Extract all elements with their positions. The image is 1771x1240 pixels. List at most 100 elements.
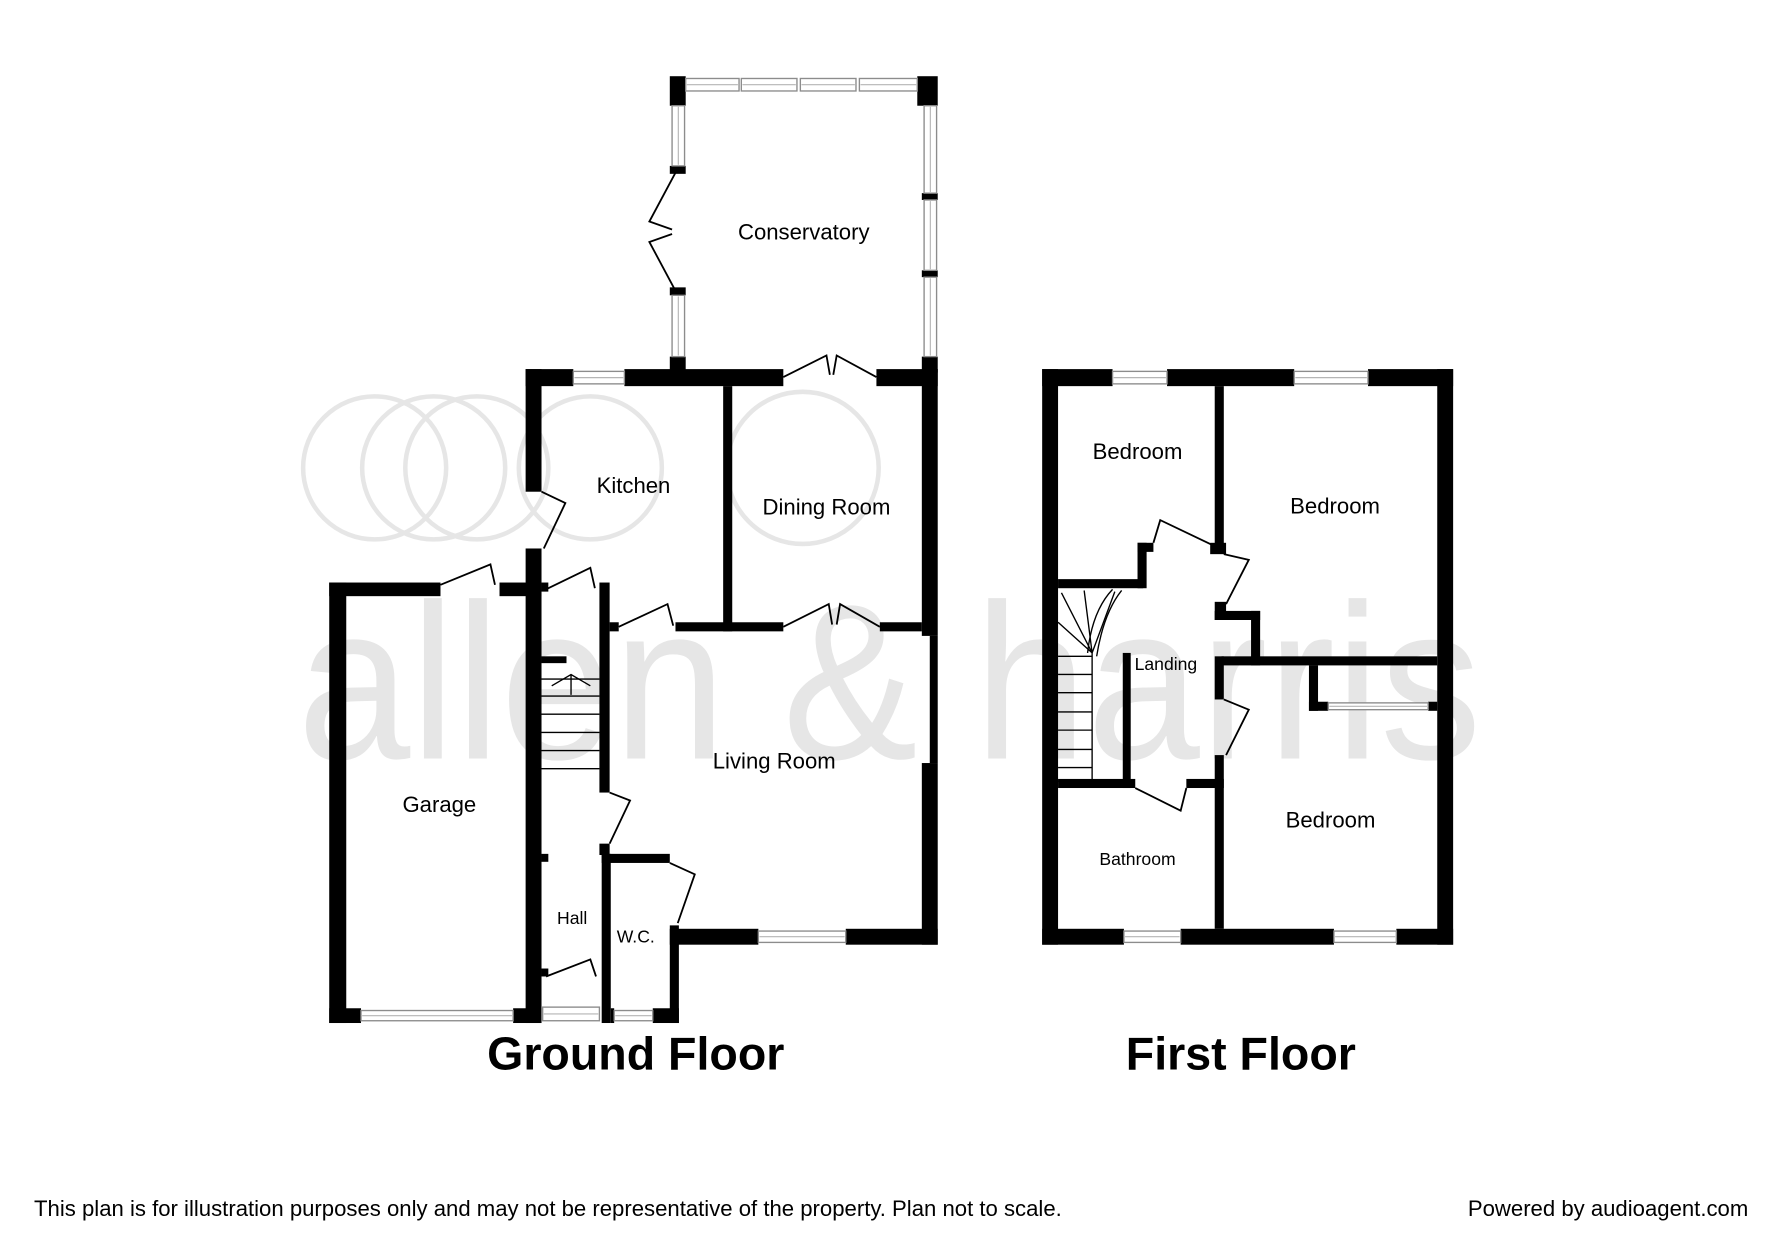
garage-label: Garage xyxy=(402,792,476,817)
wall xyxy=(1214,656,1224,700)
ground-floor-staircase xyxy=(541,673,600,770)
wall xyxy=(1437,369,1454,945)
window xyxy=(1333,930,1398,944)
wall xyxy=(1221,656,1438,666)
wall xyxy=(513,1008,542,1024)
wall xyxy=(525,369,542,492)
wall xyxy=(1367,369,1454,387)
wall xyxy=(845,928,938,945)
wall xyxy=(879,622,922,632)
wall xyxy=(1210,542,1227,555)
stair-treads xyxy=(1058,652,1123,782)
wall xyxy=(609,622,619,632)
wall xyxy=(1186,778,1224,789)
wall xyxy=(669,287,686,296)
wc-label: W.C. xyxy=(617,926,655,946)
wall xyxy=(1137,542,1154,552)
window xyxy=(740,77,798,92)
first-floor-windows xyxy=(1111,370,1429,944)
window xyxy=(923,199,938,272)
wall xyxy=(1308,665,1319,711)
watermark-ring xyxy=(516,394,665,542)
wall xyxy=(1058,579,1144,589)
stair-winders xyxy=(1057,590,1116,654)
first-floor-staircase xyxy=(1057,588,1123,782)
wall xyxy=(329,582,441,597)
first-floor-walls xyxy=(1042,369,1454,945)
window xyxy=(923,276,938,358)
wall xyxy=(669,356,686,373)
wall xyxy=(1042,369,1059,945)
wall xyxy=(541,582,549,592)
wall xyxy=(1428,701,1438,711)
window xyxy=(671,105,686,167)
watermark-brand-text: allen & harris xyxy=(297,559,1481,806)
powered-by-text: Powered by audioagent.com xyxy=(1468,1196,1748,1221)
window xyxy=(685,77,740,92)
bedroom-2-label: Bedroom xyxy=(1290,493,1380,518)
wall xyxy=(1058,778,1136,789)
wall xyxy=(669,165,686,174)
bedroom-2-door xyxy=(1223,553,1251,605)
hall-kitchen-door xyxy=(545,566,596,591)
wall xyxy=(1396,928,1454,945)
dining-conservatory-double-doors xyxy=(782,354,877,378)
first-floor-title: First Floor xyxy=(1126,1028,1356,1080)
wall xyxy=(669,925,679,1024)
wall xyxy=(669,928,759,945)
landing-label: Landing xyxy=(1135,654,1198,674)
window xyxy=(923,105,938,194)
window xyxy=(858,77,918,92)
kitchen-label: Kitchen xyxy=(597,473,671,498)
wall xyxy=(599,582,610,793)
wall xyxy=(1180,928,1334,945)
hall-living-door xyxy=(608,791,632,845)
window xyxy=(360,1009,514,1022)
wall xyxy=(675,622,784,632)
wall xyxy=(1137,542,1147,589)
wall xyxy=(921,763,938,945)
kitchen-living-door xyxy=(618,602,675,628)
window xyxy=(613,1009,654,1022)
hall-label: Hall xyxy=(557,908,587,928)
wall xyxy=(723,386,733,632)
first-floor-doors xyxy=(1134,518,1251,813)
disclaimer-text: This plan is for illustration purposes o… xyxy=(34,1196,1062,1221)
watermark-ring xyxy=(300,394,449,542)
wall xyxy=(599,843,610,855)
dining-room-label: Dining Room xyxy=(763,494,891,519)
stair-handrail xyxy=(1086,588,1123,657)
bedroom-1-label: Bedroom xyxy=(1093,439,1183,464)
window xyxy=(799,77,857,92)
window xyxy=(1293,370,1369,385)
window xyxy=(1123,930,1182,944)
window xyxy=(671,294,686,358)
wall xyxy=(1214,610,1261,620)
wall xyxy=(1214,386,1224,546)
ground-floor-title: Ground Floor xyxy=(487,1028,784,1080)
wc-door xyxy=(669,862,696,924)
wall xyxy=(669,76,686,106)
window xyxy=(1327,702,1429,711)
watermark-logo: allen & harris xyxy=(297,389,1482,806)
ground-floor-doors xyxy=(440,172,881,978)
wall xyxy=(601,853,670,863)
wall xyxy=(525,548,542,1024)
bathroom-door xyxy=(1134,787,1188,813)
wall xyxy=(610,1008,615,1024)
wall xyxy=(1214,755,1224,929)
wall xyxy=(917,76,938,106)
bedroom-3-door xyxy=(1223,698,1251,756)
first-floor-plan: Bedroom Bedroom Bedroom Landing Bathroom… xyxy=(1042,369,1454,1080)
wall xyxy=(1042,369,1113,387)
bedroom-1-door xyxy=(1152,518,1213,546)
wall xyxy=(541,853,549,862)
wall xyxy=(921,356,938,373)
wall xyxy=(921,193,938,200)
ground-floor-plan: Conservatory Kitchen Dining Room Living … xyxy=(329,76,938,1080)
window xyxy=(541,1006,601,1022)
ground-floor-walls xyxy=(329,76,938,1024)
wall xyxy=(329,1008,362,1024)
living-room-label: Living Room xyxy=(713,749,836,774)
